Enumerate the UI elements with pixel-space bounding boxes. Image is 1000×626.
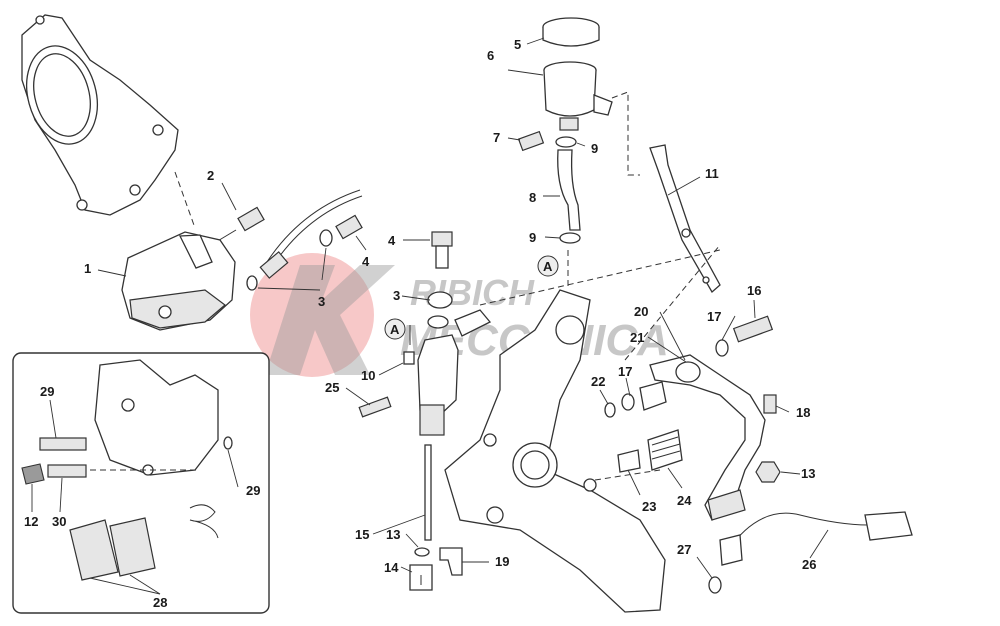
label-25: 25 (325, 380, 339, 395)
bolt-part-25 (358, 396, 392, 418)
label-3-right: 3 (393, 288, 400, 303)
watermark-k-logo (265, 265, 395, 375)
pivot-bolt-part-16 (715, 315, 774, 357)
footrest-plate (444, 289, 666, 613)
label-3-left: 3 (318, 294, 325, 309)
master-cylinder-part-10 (403, 291, 492, 436)
reservoir-cap-part-5 (542, 17, 600, 47)
label-24: 24 (677, 493, 692, 508)
label-14: 14 (384, 560, 399, 575)
label-1: 1 (84, 261, 91, 276)
label-29-bottom: 29 (246, 483, 260, 498)
fluid-reservoir-part-6 (543, 61, 613, 131)
label-16: 16 (747, 283, 761, 298)
label-4-left: 4 (362, 254, 370, 269)
label-2: 2 (207, 168, 214, 183)
hose-clamp-part-9 (555, 136, 581, 244)
stop-switch-cable-part-26 (719, 511, 913, 566)
label-5: 5 (514, 37, 521, 52)
label-26: 26 (802, 557, 816, 572)
label-15: 15 (355, 527, 369, 542)
mounting-bracket-part-11 (649, 144, 721, 294)
nut-part-13 (755, 461, 781, 483)
label-18: 18 (796, 405, 810, 420)
brake-pedal-lever (649, 354, 766, 522)
label-20: 20 (634, 304, 648, 319)
callout-a-mid: A (384, 318, 411, 345)
label-27: 27 (677, 542, 691, 557)
clevis-part-14 (409, 547, 433, 591)
label-17-left: 17 (618, 364, 632, 379)
label-30: 30 (52, 514, 66, 529)
reservoir-screw-part-7 (517, 130, 545, 152)
label-10: 10 (361, 368, 375, 383)
callout-a-top: A (537, 250, 569, 290)
label-13-rod: 13 (386, 527, 400, 542)
label-23: 23 (642, 499, 656, 514)
screw-part-18 (763, 394, 777, 414)
label-6: 6 (487, 48, 494, 63)
crush-washer-part-3 (246, 229, 333, 291)
label-22: 22 (591, 374, 605, 389)
watermark: RIBICH MECCANICA (250, 253, 669, 377)
callout-a-top-text: A (543, 259, 553, 274)
caliper-bracket (21, 14, 179, 216)
watermark-disc (250, 253, 374, 377)
label-19: 19 (495, 554, 509, 569)
push-rod-part-15 (424, 444, 432, 541)
label-13-nut: 13 (801, 466, 815, 481)
watermark-text-line1: RIBICH (410, 272, 535, 313)
label-9-top: 9 (591, 141, 598, 156)
leader-lines (31, 37, 829, 595)
callout-a-mid-text: A (390, 322, 400, 337)
label-28: 28 (153, 595, 167, 610)
label-17-right: 17 (707, 309, 721, 324)
label-8: 8 (529, 190, 536, 205)
washer-part-27 (708, 576, 722, 594)
label-9-bottom: 9 (529, 230, 536, 245)
reservoir-hose-part-8 (557, 149, 581, 231)
label-7: 7 (493, 130, 500, 145)
switch-part-23 (617, 449, 641, 473)
inset-detail-box (12, 352, 270, 614)
label-21: 21 (630, 330, 644, 345)
brake-hose (259, 189, 363, 279)
part-labels: 1 2 3 3 4 4 5 6 7 8 9 9 10 11 12 13 13 1… (24, 37, 816, 610)
label-12: 12 (24, 514, 38, 529)
brake-caliper-part-1 (121, 231, 236, 331)
label-11: 11 (705, 166, 719, 181)
return-spring-part-24 (647, 429, 683, 471)
label-4-right: 4 (388, 233, 396, 248)
clip-part-19 (439, 547, 463, 576)
banjo-bolt-part-4 (335, 214, 453, 269)
bolt-part-2 (215, 206, 265, 243)
label-29-top: 29 (40, 384, 54, 399)
bushing-part-22 (604, 381, 667, 418)
